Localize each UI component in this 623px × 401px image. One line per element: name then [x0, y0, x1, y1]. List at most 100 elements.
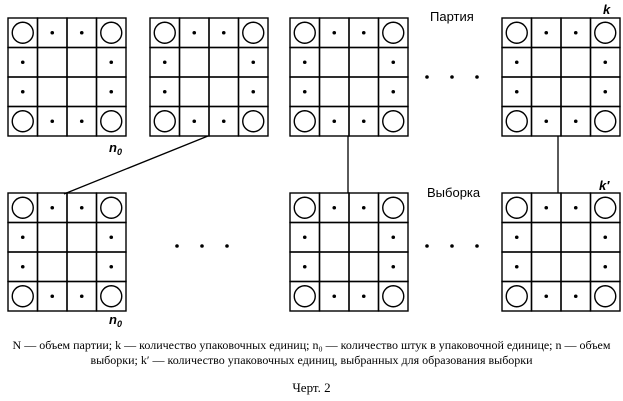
grid-cell	[66, 46, 98, 78]
unit-circle	[153, 21, 176, 44]
unit-dot	[251, 89, 256, 94]
unit-circle	[100, 285, 123, 308]
ellipsis-dot	[200, 244, 204, 248]
connector-diagonal	[63, 135, 209, 195]
grid-cell	[36, 251, 68, 283]
sample-label: Выборка	[427, 185, 481, 200]
unit-circle	[100, 196, 123, 219]
unit-dot	[79, 294, 84, 299]
ellipsis-top	[425, 75, 479, 79]
grid-cell	[560, 46, 592, 78]
unit-circle	[594, 21, 617, 44]
unit-dot	[251, 60, 256, 65]
unit-dot	[50, 30, 55, 35]
ellipsis-bottom-left	[175, 244, 229, 248]
n0-top-label: n0	[109, 140, 122, 158]
unit-circle	[382, 285, 405, 308]
caption-line-1: N — объем партии; k — количество упаково…	[12, 338, 611, 352]
unit-dot	[302, 60, 307, 65]
unit-circle	[594, 285, 617, 308]
unit-dot	[332, 205, 337, 210]
unit-dot	[603, 60, 608, 65]
unit-dot	[361, 30, 366, 35]
unit-dot	[514, 264, 519, 269]
figure-caption: N — объем партии; k — количество упаково…	[10, 338, 613, 368]
grid-cell	[66, 221, 98, 253]
grid-cell	[318, 251, 350, 283]
unit-dot	[514, 235, 519, 240]
grid-cell	[560, 76, 592, 108]
unit-circle	[382, 196, 405, 219]
k-label: k	[603, 2, 611, 17]
ellipsis-dot	[475, 75, 479, 79]
unit-dot	[109, 89, 114, 94]
grid-cell	[208, 46, 240, 78]
unit-dot	[544, 294, 549, 299]
unit-circle	[293, 196, 316, 219]
unit-dot	[361, 205, 366, 210]
unit-dot	[192, 30, 197, 35]
grid-cell	[348, 76, 380, 108]
sampling-diagram	[7, 17, 621, 312]
unit-dot	[221, 119, 226, 124]
unit-circle	[382, 21, 405, 44]
grid-cell	[560, 221, 592, 253]
grid-cell	[318, 221, 350, 253]
grid-cell	[377, 280, 409, 312]
unit-dot	[109, 235, 114, 240]
unit-dot	[79, 30, 84, 35]
ellipsis-dot	[475, 244, 479, 248]
unit-circle	[11, 285, 34, 308]
grid-party-k	[501, 17, 621, 137]
unit-circle	[293, 285, 316, 308]
grid-party-1	[7, 17, 127, 137]
grid-cell	[530, 76, 562, 108]
unit-dot	[302, 264, 307, 269]
unit-circle	[293, 110, 316, 133]
unit-dot	[603, 235, 608, 240]
unit-dot	[50, 205, 55, 210]
n0-bottom-label: n0	[109, 312, 122, 330]
grid-sample-1	[7, 192, 127, 312]
k-prime-label: k′	[599, 178, 610, 193]
unit-circle	[293, 21, 316, 44]
grid-cell	[95, 280, 127, 312]
grid-cell	[36, 46, 68, 78]
unit-dot	[109, 264, 114, 269]
unit-dot	[391, 89, 396, 94]
unit-circle	[505, 196, 528, 219]
unit-dot	[50, 119, 55, 124]
unit-dot	[332, 30, 337, 35]
unit-dot	[361, 294, 366, 299]
ellipsis-dot	[225, 244, 229, 248]
unit-dot	[361, 119, 366, 124]
unit-circle	[11, 196, 34, 219]
unit-circle	[594, 196, 617, 219]
unit-dot	[162, 89, 167, 94]
unit-dot	[603, 264, 608, 269]
grid-cell	[178, 46, 210, 78]
unit-circle	[594, 110, 617, 133]
grid-cell	[36, 76, 68, 108]
grid-cell	[208, 76, 240, 108]
unit-dot	[302, 89, 307, 94]
unit-dot	[514, 89, 519, 94]
unit-dot	[109, 60, 114, 65]
grid-cell	[377, 105, 409, 137]
party-label: Партия	[430, 9, 474, 24]
unit-circle	[11, 21, 34, 44]
unit-circle	[505, 285, 528, 308]
unit-dot	[332, 119, 337, 124]
unit-circle	[382, 110, 405, 133]
grid-cell	[237, 105, 269, 137]
ellipsis-dot	[425, 244, 429, 248]
unit-dot	[20, 60, 25, 65]
grid-cell	[530, 251, 562, 283]
unit-dot	[79, 119, 84, 124]
unit-dot	[302, 235, 307, 240]
unit-dot	[221, 30, 226, 35]
unit-dot	[79, 205, 84, 210]
grid-cell	[178, 76, 210, 108]
unit-circle	[100, 21, 123, 44]
unit-circle	[242, 110, 265, 133]
